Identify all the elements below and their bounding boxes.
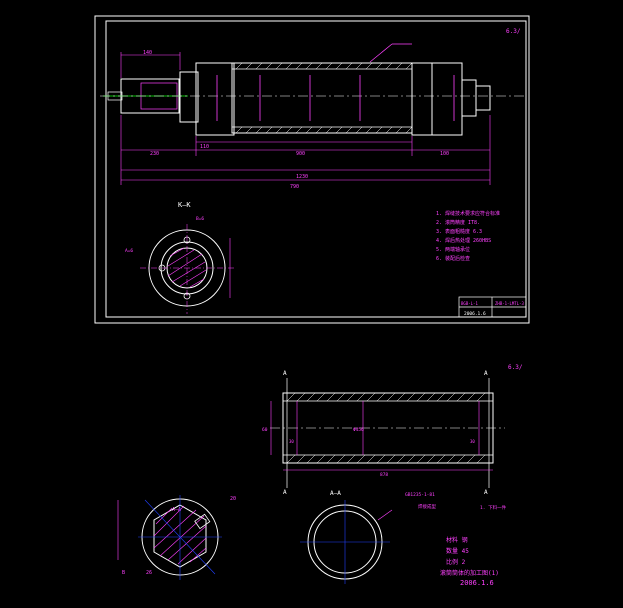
- section-aa-left-label: A—A: [172, 507, 181, 513]
- sheet1-outer-frame: [94, 15, 530, 324]
- callout-cut: 1. 下料一件: [480, 504, 507, 511]
- kk-right-label: B=6: [196, 216, 204, 222]
- title-date: 2006.1.6: [460, 579, 494, 587]
- sheet2-a-bot-left: A: [283, 489, 287, 496]
- callout-weld: 焊接成型: [418, 503, 436, 510]
- sheet2-roughness-label: 6.3/: [508, 364, 523, 371]
- sheet2-title-block: 材料 钢 数量 45 比例 2 滚筒筒体的加工图(1) 2006.1.6: [440, 536, 499, 587]
- dim-left-a: 230: [150, 151, 159, 157]
- title-line-qty: 数量 45: [446, 547, 469, 555]
- left-label-b: B: [122, 570, 125, 576]
- shell-length-dim: 878: [380, 472, 388, 478]
- shell-left-end-dim: 30: [289, 439, 294, 444]
- shell-right-end-dim: 30: [470, 439, 475, 444]
- shell-bore-dim: Φ456: [353, 427, 364, 433]
- shaft-assembly: [100, 43, 524, 136]
- kk-left-label: A=6: [125, 248, 133, 254]
- title-main: 滚筒筒体的加工图(1): [440, 569, 499, 577]
- title-block-left-code: BGB-L-1: [461, 301, 478, 306]
- dim-right-a: 100: [440, 151, 449, 157]
- section-aa-label: A—A: [330, 490, 341, 497]
- dim-overall: 1230: [296, 174, 308, 180]
- note-2: 2. 滚筒精度 IT8.: [436, 219, 480, 226]
- left-label-26: 26: [146, 570, 152, 576]
- section-aa-left-view: [117, 495, 222, 580]
- sheet2-a-top-right: A: [484, 370, 488, 377]
- shaft-dimensions: [120, 52, 491, 185]
- technical-notes: 1. 焊缝技术要求应符合标准 2. 滚筒精度 IT8. 3. 表面粗糙度 6.3…: [436, 210, 500, 262]
- note-6: 6. 装配后检查: [436, 255, 470, 262]
- note-4: 4. 焊后热处理 260HBS: [436, 237, 491, 244]
- sheet1-title-block: [458, 296, 527, 318]
- sheet1-roughness-label: 6.3/: [506, 28, 521, 35]
- shell-wall-dim: 60: [262, 427, 268, 433]
- note-1: 1. 焊缝技术要求应符合标准: [436, 210, 500, 217]
- left-label-20: 20: [230, 496, 236, 502]
- section-aa-ring: [300, 500, 393, 584]
- title-line-scale: 比例 2: [446, 558, 466, 566]
- sheet2-a-top-left: A: [283, 370, 287, 377]
- dim-top-left: 140: [143, 50, 152, 56]
- sheet1-inner-frame: [105, 20, 527, 318]
- drum-shell-view: [270, 378, 505, 488]
- title-block-right-title: ZHB-1-LMTL-3: [495, 301, 524, 306]
- sheet2-a-bot-right: A: [484, 489, 488, 496]
- section-kk-view: [140, 224, 234, 314]
- title-block-date: 2006.1.6: [464, 311, 486, 317]
- callout-standard: GB1235-1-81: [405, 492, 435, 498]
- dim-body: 900: [296, 151, 305, 157]
- title-line-material: 材料 钢: [446, 536, 468, 544]
- note-5: 5. 两端轴承位: [436, 246, 470, 253]
- dim-left-b: 110: [200, 144, 209, 150]
- dim-mid: 790: [290, 184, 299, 190]
- section-kk-label: K—K: [178, 201, 191, 209]
- note-3: 3. 表面粗糙度 6.3: [436, 228, 482, 235]
